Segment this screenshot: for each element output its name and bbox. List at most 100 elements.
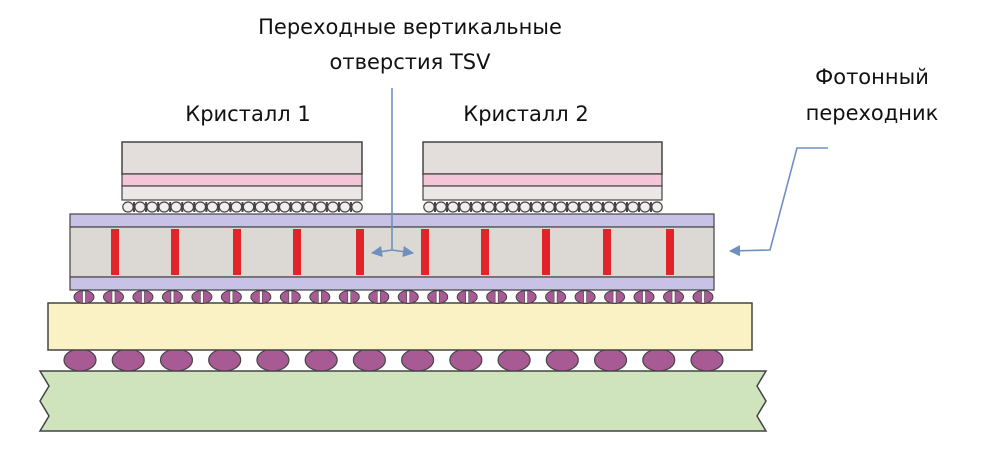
package-ball: [304, 348, 338, 372]
interposer-bump-core: [200, 290, 204, 304]
micro-bump: [543, 201, 555, 213]
micro-bump: [423, 201, 435, 213]
interposer-bump-core: [288, 290, 293, 304]
micro-bump-pillar: [169, 202, 172, 212]
micro-bump: [603, 201, 615, 213]
micro-bump: [182, 201, 195, 213]
micro-bump-pillar: [205, 202, 208, 212]
micro-bump-pillar: [530, 202, 532, 212]
tsv-via: [421, 229, 429, 275]
micro-bump-pillar: [253, 202, 256, 212]
package-ball: [352, 348, 386, 372]
tsv-via: [481, 229, 489, 275]
tsv-via: [542, 229, 550, 275]
micro-bump-pillar: [301, 202, 304, 212]
micro-bump: [170, 201, 183, 213]
micro-bump: [146, 201, 158, 213]
tsv-label-line1: Переходные вертикальные: [258, 15, 562, 39]
package-ball: [545, 348, 579, 372]
chip2-body: [422, 141, 663, 175]
micro-bump: [242, 201, 255, 213]
micro-bump-pillar: [602, 202, 604, 212]
micro-bump: [327, 201, 339, 213]
interposer-bump-core: [141, 290, 145, 304]
micro-bump-pillar: [542, 202, 544, 212]
interposer-bottom-layer: [69, 276, 715, 291]
interposer-label-line2: переходник: [806, 101, 939, 125]
tsv-via: [356, 229, 364, 275]
micro-bump: [567, 201, 579, 213]
micro-bump-pillar: [638, 202, 640, 212]
micro-bump-pillar: [229, 202, 232, 212]
micro-bump-pillar: [313, 202, 316, 212]
tsv-via: [111, 229, 119, 275]
micro-bump: [651, 201, 663, 213]
micro-bump: [122, 201, 134, 213]
micro-bump: [278, 201, 291, 213]
interposer-bump-core: [229, 290, 234, 304]
package-ball: [401, 348, 435, 372]
interposer-bump-core: [671, 290, 676, 304]
chip2: [422, 141, 663, 201]
micro-bump-pillar: [337, 202, 340, 212]
tsv-group: [111, 229, 674, 275]
chip1-base: [121, 185, 363, 201]
micro-bump: [615, 201, 627, 213]
micro-bump-pillar: [289, 202, 292, 212]
micro-bump: [483, 201, 495, 213]
micro-bump: [627, 201, 639, 213]
micro-bump-pillar: [241, 202, 244, 212]
micro-bump-pillar: [349, 202, 352, 212]
chip1-body: [121, 141, 363, 175]
pcb-board: [38, 370, 768, 432]
micro-bump-pillar: [133, 202, 136, 212]
micro-bump: [351, 201, 363, 213]
micro-bump-pillar: [590, 202, 592, 212]
micro-bumps: [122, 201, 663, 213]
interposer-bump-core: [701, 290, 705, 304]
micro-bump: [447, 201, 459, 213]
micro-bump-pillar: [494, 202, 496, 212]
interposer-bump-core: [347, 290, 352, 304]
tsv-via: [233, 229, 241, 275]
micro-bump: [591, 201, 603, 213]
interposer-bumps: [73, 290, 714, 304]
micro-bump-pillar: [181, 202, 184, 212]
package-ball: [159, 348, 194, 372]
chip1: [121, 141, 363, 201]
interposer-bump-core: [170, 290, 175, 304]
interposer-bump-core: [435, 290, 440, 304]
micro-bump: [459, 201, 471, 213]
micro-bump: [519, 201, 531, 213]
package-substrate: [47, 302, 753, 351]
interposer-pointer-line: [728, 147, 828, 257]
micro-bump: [206, 201, 219, 213]
micro-bump-pillar: [578, 202, 580, 212]
package-ball: [642, 348, 676, 372]
chip2-stripe: [422, 173, 663, 187]
interposer-bump-core: [376, 290, 381, 304]
interposer-bump-core: [612, 290, 617, 304]
package-ball: [111, 348, 145, 372]
interposer-label-line1: Фотонный: [815, 65, 929, 89]
package-ball: [256, 348, 290, 372]
micro-bump: [495, 201, 507, 213]
micro-bump-pillar: [446, 202, 448, 212]
package-ball: [63, 348, 97, 372]
tsv-arrow-left: [370, 245, 393, 258]
micro-bump: [471, 201, 483, 213]
micro-bump: [507, 201, 519, 213]
interposer-bump-core: [318, 290, 322, 304]
package-ball: [208, 348, 242, 372]
micro-bump: [315, 201, 327, 213]
tsv-via: [293, 229, 301, 275]
tsv-via: [603, 229, 611, 275]
micro-bump-pillar: [626, 202, 628, 212]
micro-bump: [290, 201, 303, 213]
micro-bump: [435, 201, 447, 213]
micro-bump: [254, 201, 267, 213]
package-ball: [690, 348, 724, 372]
micro-bump-pillar: [614, 202, 616, 212]
interposer-bump-core: [583, 290, 587, 304]
micro-bump-pillar: [458, 202, 460, 212]
